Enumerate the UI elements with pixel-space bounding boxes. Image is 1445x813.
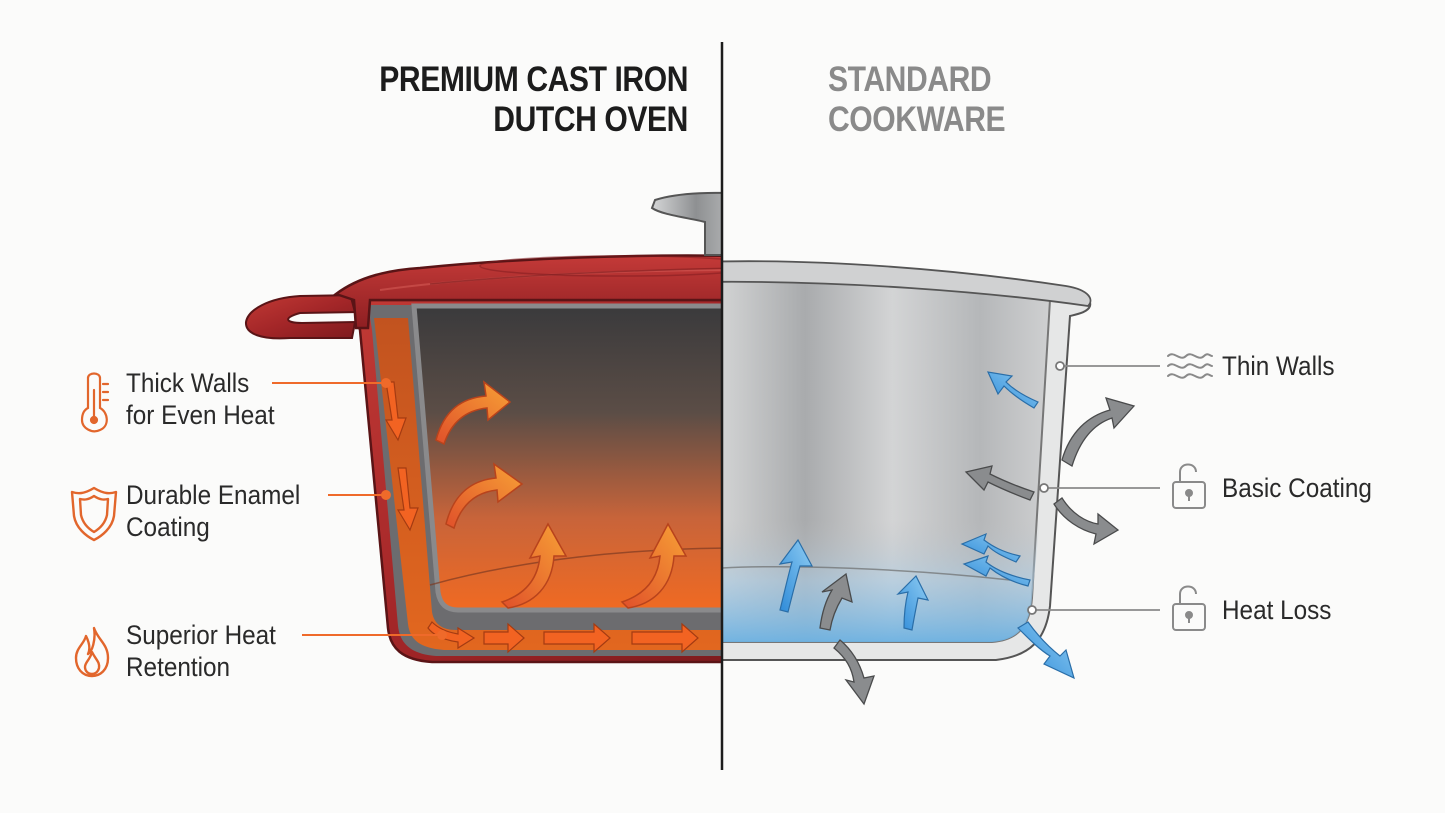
right-title-line1: STANDARD — [828, 60, 992, 99]
bottom-heat-arrow — [543, 622, 611, 654]
feature-label-line: Retention — [126, 652, 231, 682]
feature-label-line: Durable Enamel — [126, 480, 301, 510]
escaping-heat-arrow — [1061, 397, 1136, 467]
thermometer-icon — [80, 372, 110, 433]
left-title-line2: DUTCH OVEN — [493, 100, 688, 139]
escaping-heat-arrow — [833, 639, 875, 706]
cool-arrow — [896, 574, 930, 631]
wavy-lines-icon — [1167, 353, 1213, 379]
feature-label-line: Thick Walls — [126, 368, 250, 398]
bottom-heat-arrow — [631, 622, 699, 654]
convection-arrow — [445, 462, 524, 530]
left-title: PREMIUM CAST IRON DUTCH OVEN — [379, 60, 688, 140]
convection-arrow — [620, 522, 688, 609]
feature-basic-coating: Basic Coating — [1222, 473, 1372, 503]
feature-thick-walls: Thick Walls for Even Heat — [126, 367, 275, 431]
pot-side-handle — [245, 293, 361, 340]
escaping-heat-arrow — [1053, 497, 1120, 546]
right-leader-lines — [1027, 361, 1160, 615]
heat-loss-arrow — [1017, 621, 1075, 680]
standard-pot — [722, 260, 1136, 706]
flame-icon — [74, 626, 110, 678]
feature-heat-retention: Superior Heat Retention — [126, 619, 276, 683]
cool-arrow — [778, 538, 814, 613]
cool-arrow — [962, 555, 1031, 587]
feature-durable-enamel: Durable Enamel Coating — [126, 479, 300, 543]
pot-interior — [411, 303, 722, 613]
lid-knob — [650, 191, 722, 256]
feature-heat-loss: Heat Loss — [1222, 595, 1332, 625]
wall-heat-arrow — [384, 381, 407, 442]
pot-lid — [333, 254, 722, 330]
wall-heat-arrow — [396, 467, 419, 532]
convection-arrow — [500, 522, 568, 609]
cool-arrow — [986, 371, 1039, 409]
left-leader-lines — [272, 378, 447, 640]
cool-arrow — [960, 532, 1021, 563]
feature-thin-walls: Thin Walls — [1222, 351, 1335, 381]
unlocked-padlock-icon — [1172, 585, 1206, 631]
cast-iron-pot — [245, 191, 722, 664]
escaping-heat-arrow — [819, 572, 853, 631]
feature-label-line: Coating — [126, 512, 210, 542]
escaping-heat-arrow — [964, 465, 1035, 501]
bottom-heat-arrow — [427, 621, 476, 650]
feature-label-line: for Even Heat — [126, 400, 275, 430]
convection-arrow — [435, 380, 512, 446]
shield-icon — [70, 486, 118, 542]
right-title: STANDARD COOKWARE — [828, 60, 1006, 140]
left-title-line1: PREMIUM CAST IRON — [379, 60, 688, 99]
feature-label-line: Superior Heat — [126, 620, 276, 650]
unlocked-padlock-icon — [1172, 463, 1206, 509]
bottom-heat-arrow — [483, 622, 525, 654]
right-title-line2: COOKWARE — [828, 100, 1006, 139]
thick-wall-layer — [374, 318, 722, 650]
